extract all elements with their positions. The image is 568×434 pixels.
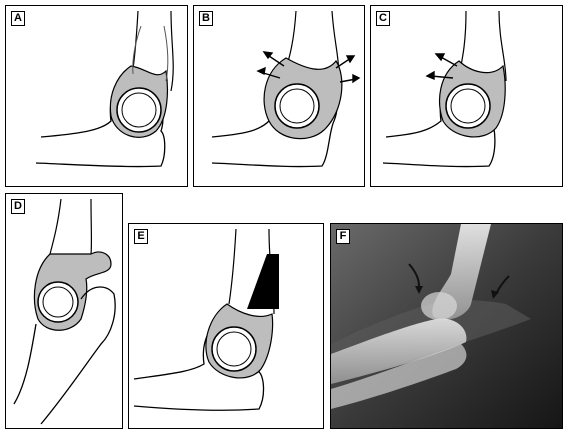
panel-b: B (193, 5, 365, 187)
xray-image (331, 224, 562, 428)
panel-label: A (11, 11, 25, 26)
elbow-joint-drawing (13, 198, 116, 425)
elbow-joint-drawing (211, 10, 361, 168)
panel-a: A (5, 5, 188, 187)
elbow-joint-drawing (133, 228, 279, 411)
arrow-icon (408, 263, 510, 299)
panel-label: C (376, 11, 390, 26)
arrow-icon (256, 51, 361, 84)
panel-f: F (330, 223, 563, 429)
panel-label: D (11, 199, 25, 214)
panel-e: E (128, 223, 324, 429)
arrow-icon (425, 53, 458, 81)
panel-label: B (199, 11, 213, 26)
elbow-joint-drawing (35, 10, 174, 168)
elbow-joint-drawing (382, 10, 507, 168)
panel-label: F (336, 229, 350, 244)
panel-d: D (5, 193, 123, 429)
panel-label: E (134, 229, 148, 244)
panel-c: C (370, 5, 563, 187)
